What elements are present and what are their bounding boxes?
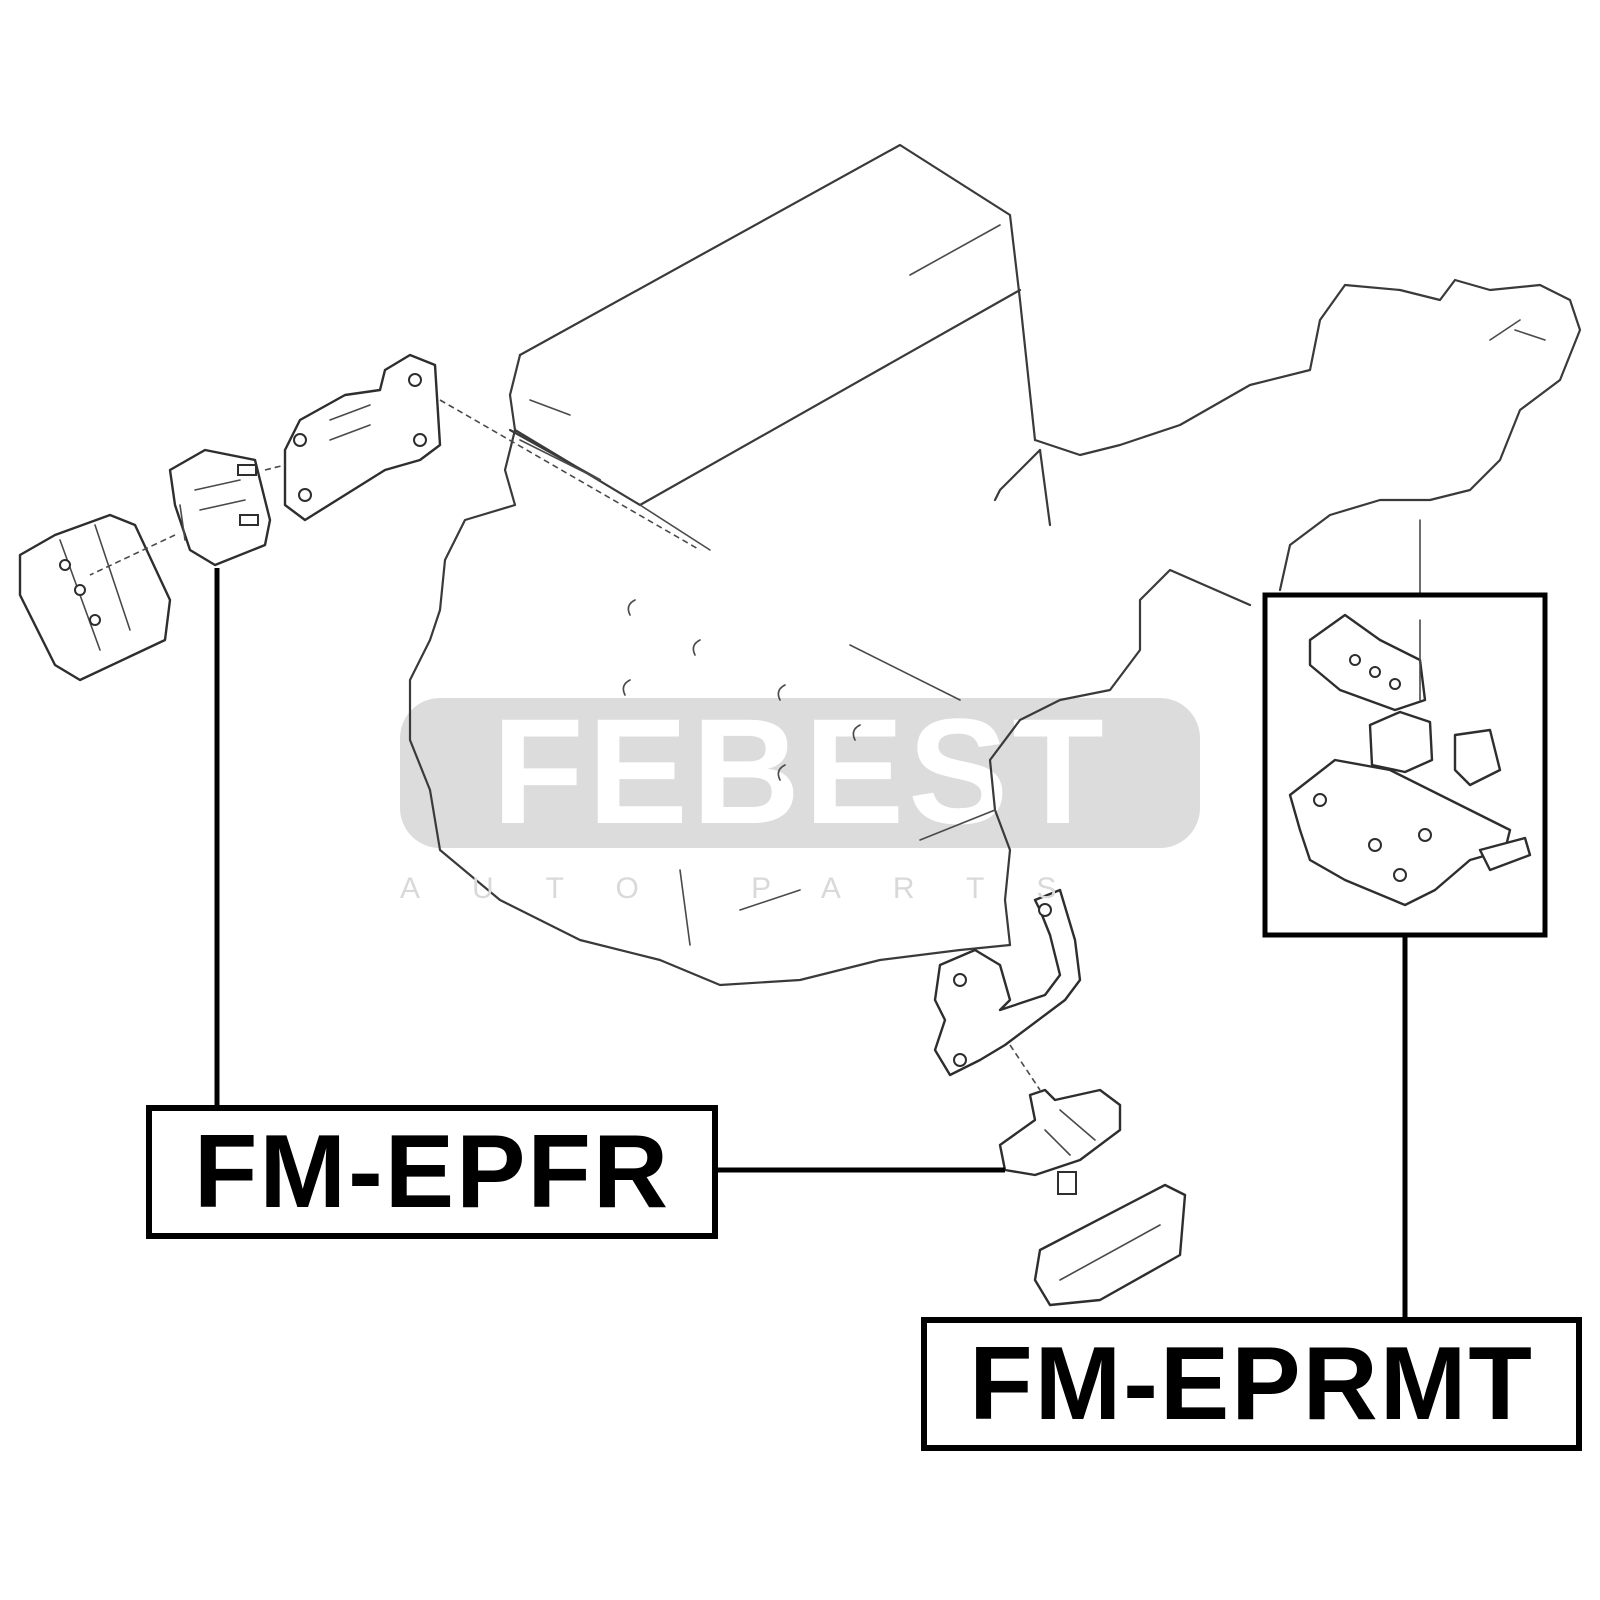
rear-mount-detail-box <box>1262 592 1548 938</box>
watermark-logo: FEBEST <box>400 687 1200 855</box>
front-left-mount-assembly <box>18 353 701 682</box>
part-label-fm-epfr: FM-EPFR <box>146 1105 718 1239</box>
engine-block <box>408 143 1582 987</box>
part-label-fm-epfr-text: FM-EPFR <box>193 1114 671 1230</box>
part-label-fm-eprmt: FM-EPRMT <box>921 1317 1582 1451</box>
leader-line-fm-epfr <box>214 568 1005 1173</box>
watermark-tagline: AUTO PARTS <box>400 872 1109 905</box>
part-label-fm-eprmt-text: FM-EPRMT <box>969 1326 1534 1442</box>
watermark-brand-text: FEBEST <box>492 687 1108 855</box>
front-right-mount-assembly <box>933 888 1187 1307</box>
